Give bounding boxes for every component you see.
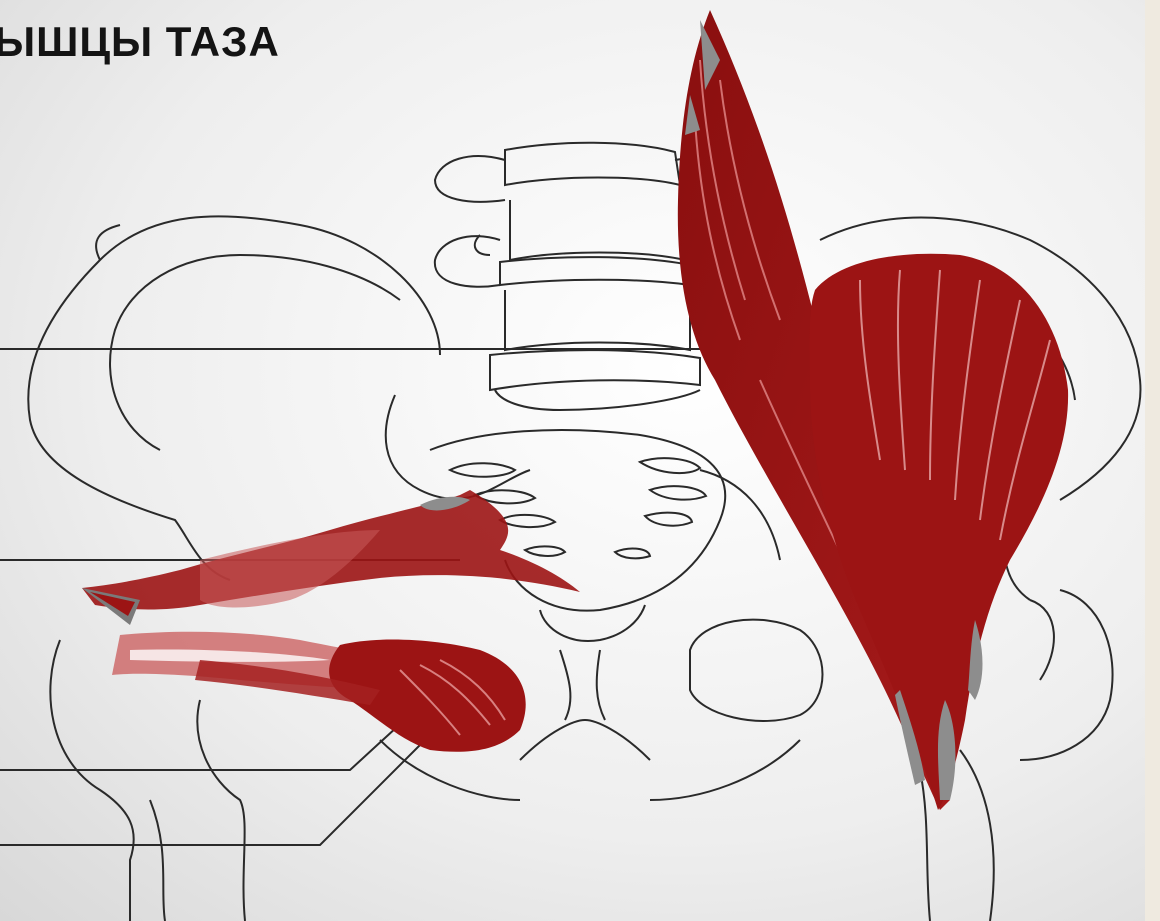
sacral-foramen-5 xyxy=(500,515,555,527)
vertebra-transverse-left xyxy=(435,156,505,202)
pelvic-brim-right xyxy=(700,470,780,560)
vertebra-body-mid xyxy=(510,200,685,260)
right-muscles xyxy=(678,10,1068,810)
pubic-symphysis-left xyxy=(560,650,570,720)
pointer-line-3 xyxy=(0,715,410,770)
right-greater-trochanter xyxy=(1030,600,1054,680)
lumbar-vertebra xyxy=(435,143,702,410)
right-femur xyxy=(960,750,994,921)
left-acetabulum xyxy=(50,640,133,921)
left-femur-neck xyxy=(197,700,245,921)
vertebra-process-left xyxy=(435,236,500,287)
vertebra-body-lower xyxy=(505,290,690,350)
sacral-foramen-6 xyxy=(645,513,692,526)
diagram-title: ЫШЦЫ ТАЗА xyxy=(0,18,280,66)
sacral-foramen-8 xyxy=(615,549,650,559)
pelvic-brim xyxy=(386,395,530,499)
left-iliac-inner xyxy=(110,255,400,450)
page-margin xyxy=(1145,0,1160,921)
sacral-foramen-2 xyxy=(640,458,700,473)
pubic-arch xyxy=(520,720,650,760)
vertebra-body-upper xyxy=(505,143,680,185)
sacral-foramen-1 xyxy=(450,463,515,477)
vertebra-disc-lower xyxy=(490,350,700,390)
right-obturator-foramen xyxy=(690,620,823,721)
vertebra-process-left-2 xyxy=(475,235,490,255)
left-muscles xyxy=(82,490,580,752)
sacral-foramen-7 xyxy=(525,546,565,556)
right-femur-inner xyxy=(920,770,930,921)
iliacus-muscle xyxy=(810,254,1068,810)
left-femur-inner xyxy=(150,800,165,921)
sacral-foramen-4 xyxy=(650,486,706,499)
left-iliac-crest xyxy=(96,225,120,260)
pubic-symphysis-right xyxy=(597,650,605,720)
vertebra-disc xyxy=(500,257,690,285)
right-acetabulum xyxy=(1020,590,1113,760)
lower-pelvis-line-right xyxy=(650,740,800,800)
sacral-top xyxy=(495,390,700,410)
